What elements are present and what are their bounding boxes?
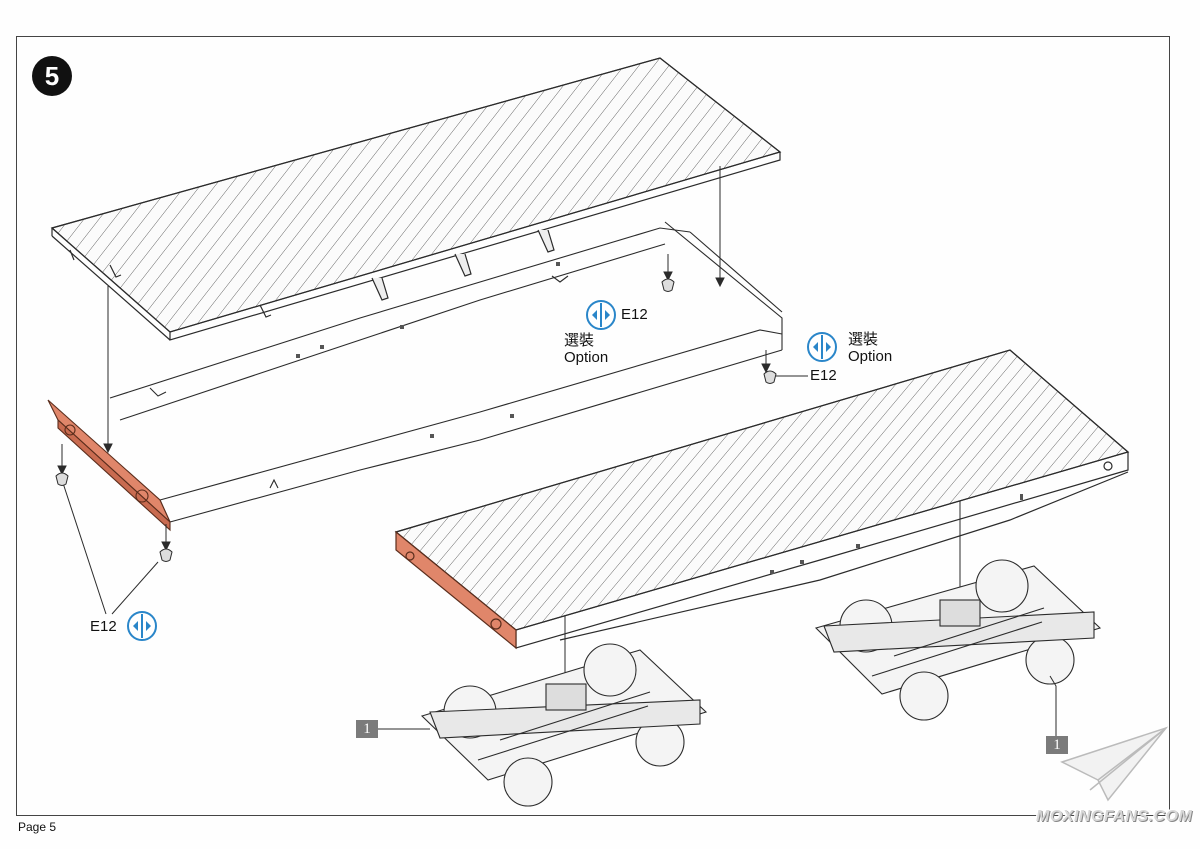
option-en: Option [848, 348, 893, 365]
watermark: MOXINGFANS.COM [1036, 808, 1193, 825]
option-en: Option [564, 349, 609, 366]
part-label-e12: E12 [621, 306, 648, 323]
option-zh: 選裝 [848, 331, 879, 348]
symmetry-icon [586, 300, 616, 330]
symmetry-icon [127, 611, 157, 641]
part-label-e12: E12 [810, 367, 837, 384]
upper-deck [50, 57, 782, 341]
option-zh: 選裝 [564, 332, 595, 349]
page-number: Page 5 [18, 820, 57, 834]
bogie-left [420, 643, 708, 807]
assembly-arrows [57, 166, 965, 696]
step-number-badge: 5 [32, 56, 72, 96]
assembled-car [394, 349, 1130, 650]
bogie-right [814, 559, 1102, 721]
underframe-upper [47, 221, 783, 532]
option-label: 選裝 Option [848, 331, 892, 365]
part-tag-bogie: 1 [356, 720, 378, 738]
part-label-e12: E12 [90, 618, 117, 635]
option-label: 選裝 Option [564, 332, 608, 366]
page-frame [16, 36, 1170, 816]
small-parts-e12 [55, 278, 777, 562]
tag-leaders [378, 675, 1057, 740]
paper-plane-logo-icon [1060, 726, 1169, 802]
part-tag-bogie: 1 [1046, 736, 1068, 754]
symmetry-icon [807, 332, 837, 362]
